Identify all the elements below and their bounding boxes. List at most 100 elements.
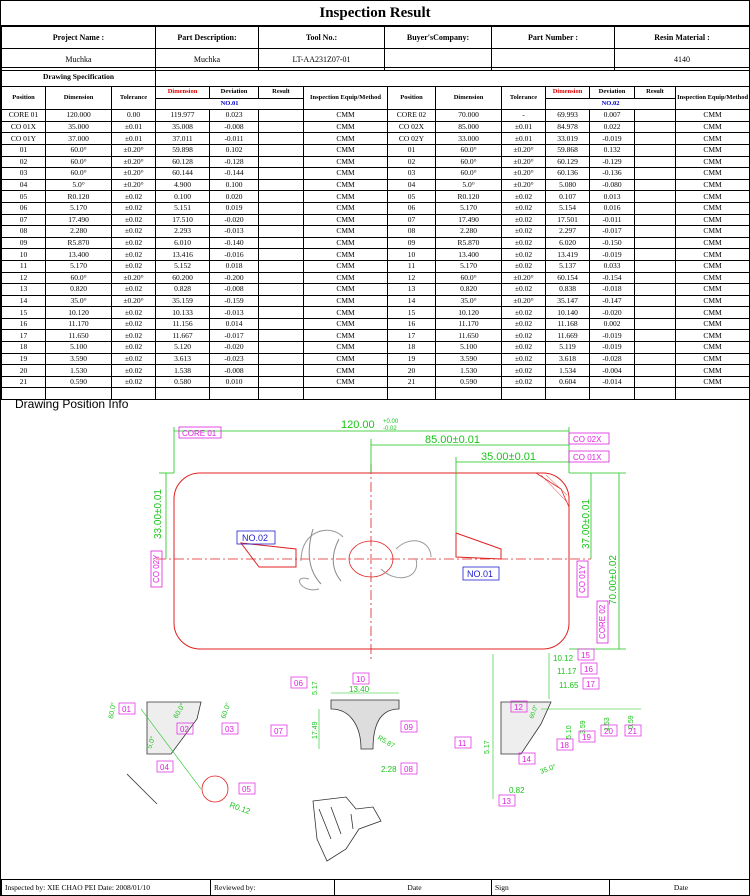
cell-m1: 60.144 [155,167,210,180]
cell-d2: 0.013 [589,190,635,203]
cell-tol: ±0.02 [111,190,156,203]
cell-dim: 17.490 [45,213,112,227]
tag-core02: CORE 02 [598,604,607,639]
cell-d2: -0.150 [589,236,635,250]
cell-tol2: ±0.02 [501,364,546,377]
cell-pos2: 04 [387,178,436,192]
dim-517: 5.17 [312,681,319,695]
cell-d1: -0.128 [209,155,259,169]
cell-dim2: 35.0° [435,294,502,308]
header-labels-row: Project Name : Part Description: Tool No… [1,26,750,49]
detail-view-3: 10.12 11.17 11.65 5.17 5.10 3.59 1.53 0.… [454,648,642,807]
cell-r1 [258,167,304,180]
cell-pos: 13 [1,283,46,296]
cell-pos2: 21 [387,375,436,389]
cell-tol2: ±0.02 [501,283,546,296]
slider-curve [299,529,432,591]
col-dimension-left: Dimension [45,85,112,111]
cell-m1: 0.828 [155,283,210,296]
cell-d2: -0.019 [589,248,635,261]
dim-600-d: 60.0° [529,704,540,720]
drawing-section-title: Drawing Position Info [15,397,129,411]
part-outline [173,472,570,650]
cell-m2: 13.419 [545,248,590,261]
cell-e1: CMM [303,248,388,261]
cell-d1: 0.018 [209,259,259,273]
cell-r1 [258,236,304,250]
cell-d2: -0.028 [589,352,635,366]
dim-059: 0.59 [628,715,635,729]
cell-dim2: 0.820 [435,283,502,296]
cell-m1: 60.200 [155,271,210,285]
cell-e1: CMM [303,167,388,180]
cell-pos: 09 [1,236,46,250]
tag-18: 18 [560,741,569,750]
cell-m2: 5.137 [545,259,590,273]
cell-d1: -0.013 [209,225,259,238]
cell-r2 [634,213,676,227]
cell-dim: 60.0° [45,143,112,157]
cell-pos2: 19 [387,352,436,366]
cell-e2: CMM [674,167,750,180]
tag-20: 20 [604,727,613,736]
cell-r1 [258,375,304,389]
cell-dim: 60.0° [45,167,112,180]
cell-e1: CMM [303,375,388,389]
cell-tol2: ±0.02 [501,259,546,273]
tag-07: 07 [274,727,283,736]
cell-e2: CMM [674,294,750,308]
cell-r1 [258,248,304,261]
cell-pos: 19 [1,352,46,366]
cell-d2: -0.154 [589,271,635,285]
cell-m2: 60.129 [545,155,590,169]
tag-04: 04 [160,763,169,772]
cell-dim: 5.170 [45,259,112,273]
main-part-drawing [156,464,591,659]
tag-02: 02 [180,725,189,734]
cell-dim: 5.170 [45,201,112,215]
cell-d1: -0.023 [209,352,259,366]
cell-r2 [634,167,676,180]
cell-m1: 3.613 [155,352,210,366]
cell-d1: 0.010 [209,375,259,389]
cell-tol: ±0.20° [111,143,156,157]
cell-r1 [258,364,304,377]
cell-m1: 5.151 [155,201,210,215]
cell-r2 [634,329,676,343]
cell-m1: 60.128 [155,155,210,169]
cell-dim: 5.100 [45,341,112,354]
cell-tol2: ±0.02 [501,375,546,389]
cell-pos2: 03 [387,167,436,180]
cell-r2 [634,132,676,145]
cell-r1 [258,259,304,273]
cell-e2: CMM [674,190,750,203]
cell-d2: 0.022 [589,120,635,134]
tag-06: 06 [294,679,303,688]
cell-r1 [258,155,304,169]
cell-e1: CMM [303,306,388,319]
cell-e2: CMM [674,236,750,250]
cell-d1: -0.144 [209,167,259,180]
cell-dim: 1.530 [45,364,112,377]
cell-e2: CMM [674,306,750,319]
tag-17: 17 [586,680,595,689]
cell-d2: 0.002 [589,317,635,331]
cell-e1: CMM [303,120,388,134]
cell-m1: 11.667 [155,329,210,343]
main-tags: CORE 01 CO 02X CO 01X CO 02Y CO 01Y CORE… [150,426,610,644]
cell-pos2: 07 [387,213,436,227]
cell-d1: -0.020 [209,341,259,354]
cell-m2: 0.107 [545,190,590,203]
cell-tol: ±0.01 [111,132,156,145]
cell-pos: 20 [1,364,46,377]
cell-dim2: 1.530 [435,364,502,377]
spec-section-label: Drawing Specification [1,67,156,87]
cell-e1: CMM [303,225,388,238]
cell-r2 [634,155,676,169]
